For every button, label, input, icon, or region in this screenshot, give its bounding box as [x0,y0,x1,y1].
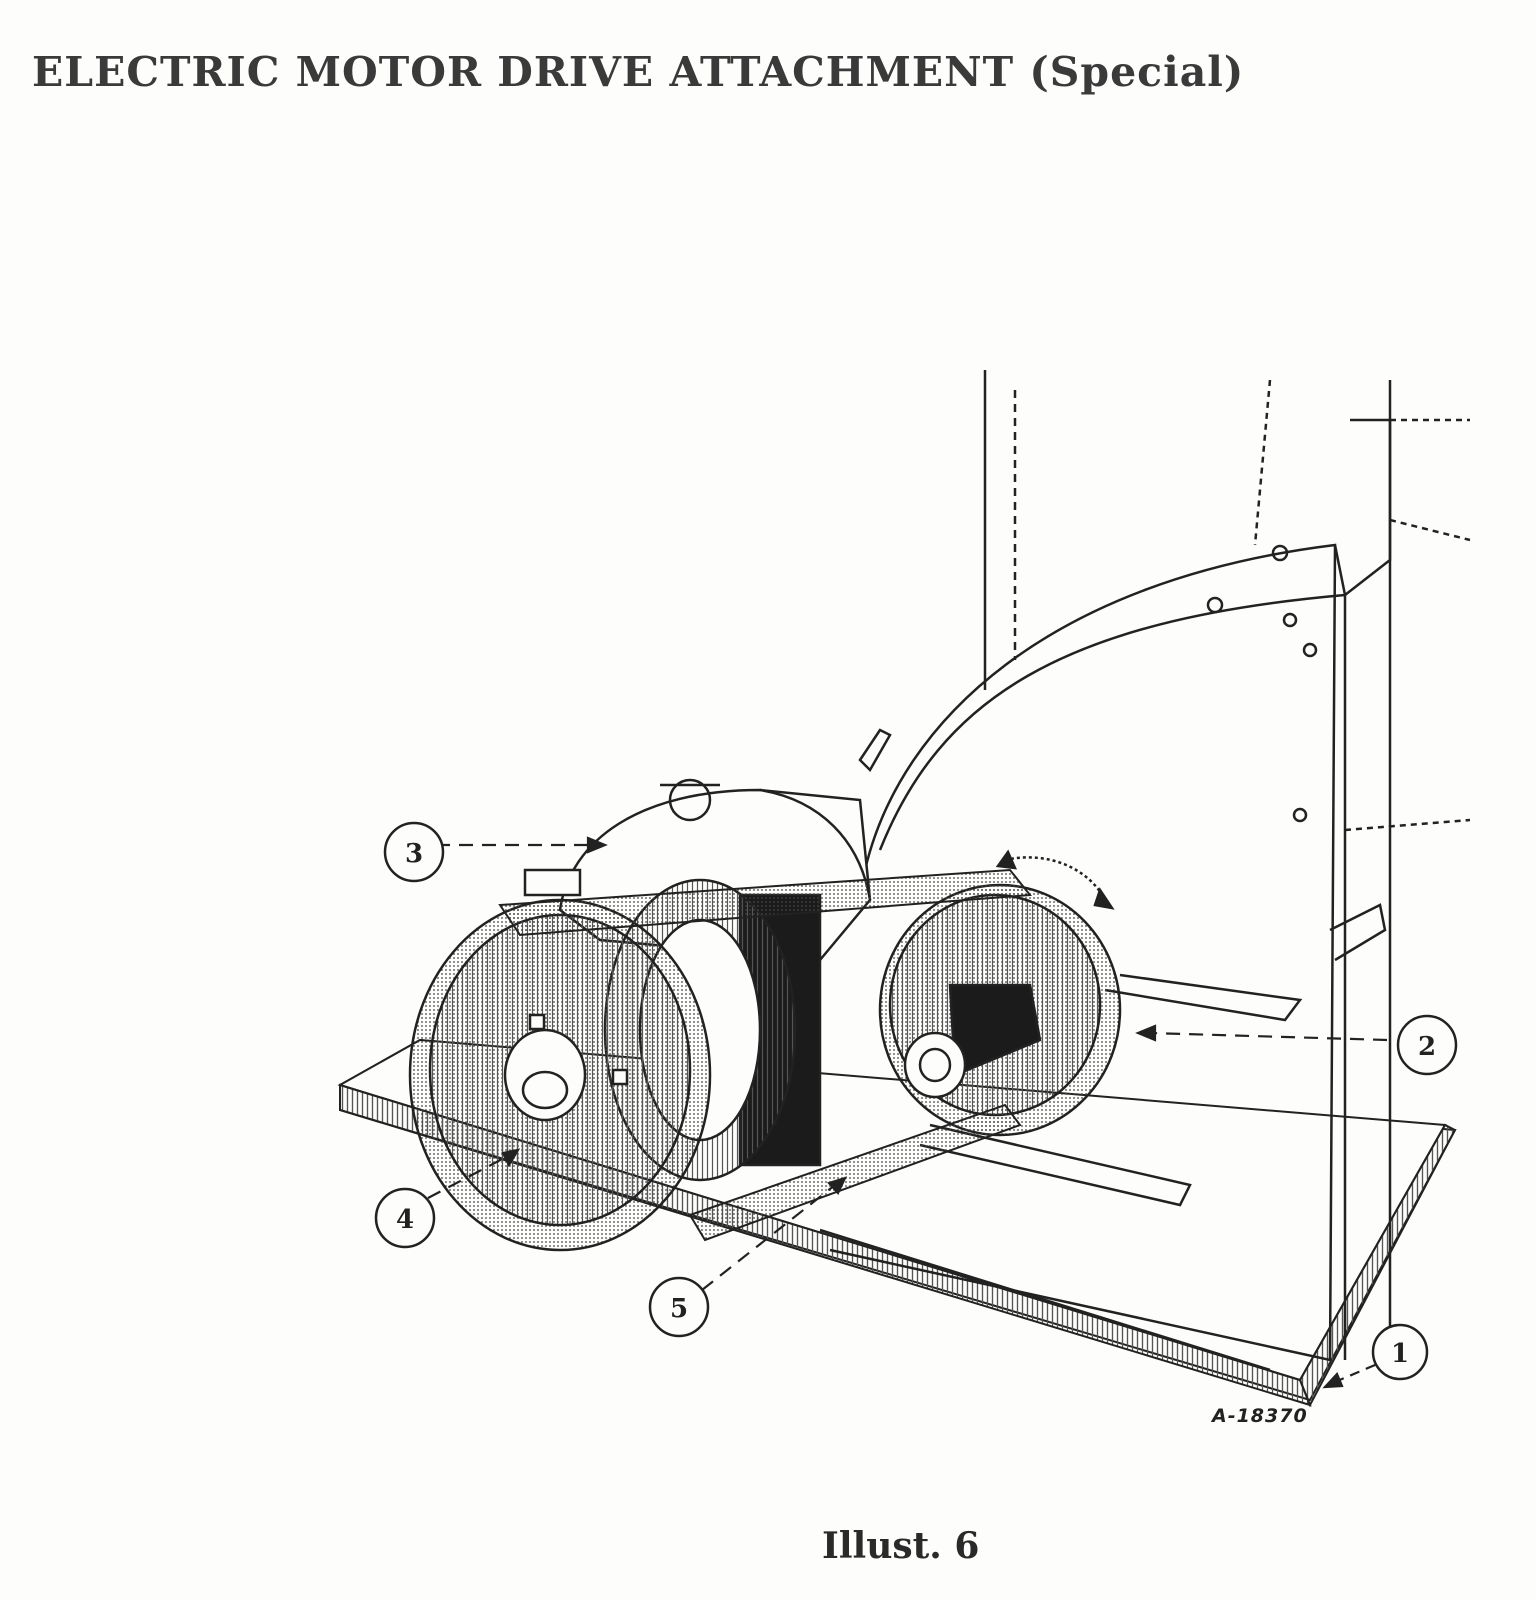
motor-pulley [408,898,712,1252]
figure-caption: Illust. 6 [822,1525,980,1567]
callout-label: 4 [396,1205,414,1235]
figure-code: A-18370 [1212,1405,1308,1427]
callout-marker-5: 5 [648,1276,710,1338]
callout-leaders [427,836,1388,1389]
page-title: ELECTRIC MOTOR DRIVE ATTACHMENT (Special… [32,48,1245,96]
v-belt [498,868,1032,1242]
blower-housing [819,370,1471,1372]
callout-marker-4: 4 [374,1187,436,1249]
callout-label: 2 [1418,1032,1436,1062]
callout-marker-1: 1 [1371,1323,1429,1381]
callout-marker-3: 3 [383,821,445,883]
callout-marker-2: 2 [1396,1014,1458,1076]
callout-label: 1 [1391,1339,1409,1369]
blower-pulley [878,849,1122,1137]
callout-label: 3 [405,839,423,869]
callout-label: 5 [670,1294,688,1324]
